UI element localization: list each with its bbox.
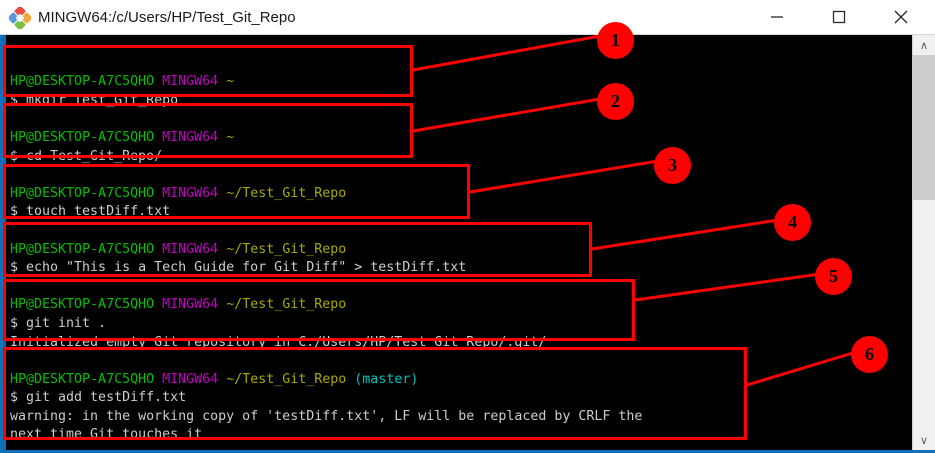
space [154, 130, 162, 145]
space [154, 186, 162, 201]
space [154, 242, 162, 257]
window-frame: HP@DESKTOP-A7C5QHO MINGW64 ~ $ mkdir Tes… [0, 35, 935, 453]
space [218, 242, 226, 257]
git-bash-icon [7, 5, 33, 31]
space [218, 130, 226, 145]
spacer-line [10, 222, 642, 241]
title-bar: MINGW64:/c/Users/HP/Test_Git_Repo [0, 0, 935, 35]
space [218, 74, 226, 89]
space [154, 372, 162, 387]
output-line: warning: in the working copy of 'testDif… [10, 408, 643, 424]
spacer-line [10, 278, 642, 297]
output-line: Initialized empty Git repository in C:/U… [10, 334, 547, 350]
output-line: next time Git touches it [10, 427, 203, 443]
prompt-shell: MINGW64 [162, 371, 219, 387]
command-line: $ mkdir Test_Git_Repo [10, 92, 179, 108]
prompt-user-host: HP@DESKTOP-A7C5QHO [10, 185, 155, 201]
close-icon [894, 10, 908, 24]
terminal-output: HP@DESKTOP-A7C5QHO MINGW64 ~ $ mkdir Tes… [10, 36, 642, 450]
scrollbar-thumb[interactable] [913, 55, 935, 200]
spacer-line [10, 166, 642, 185]
prompt-user-host: HP@DESKTOP-A7C5QHO [10, 297, 155, 313]
spacer-line [10, 352, 642, 371]
spacer-line [10, 55, 642, 74]
prompt-path: ~/Test_Git_Repo [226, 297, 347, 313]
prompt-shell: MINGW64 [162, 74, 219, 90]
vertical-scrollbar[interactable]: ∧ ∨ [912, 35, 935, 450]
prompt-user-host: HP@DESKTOP-A7C5QHO [10, 371, 155, 387]
command-line: $ echo "This is a Tech Guide for Git Dif… [10, 260, 467, 276]
prompt-shell: MINGW64 [162, 129, 219, 145]
prompt-path: ~/Test_Git_Repo [226, 371, 347, 387]
space [218, 186, 226, 201]
prompt-path: ~ [226, 129, 235, 145]
minimize-button[interactable] [754, 0, 800, 34]
command-line: $ touch testDiff.txt [10, 204, 171, 220]
prompt-user-host: HP@DESKTOP-A7C5QHO [10, 241, 155, 257]
prompt-path: ~ [226, 74, 235, 90]
command-line: $ git add testDiff.txt [10, 390, 187, 406]
minimize-icon [771, 16, 783, 18]
scroll-up-arrow-icon[interactable]: ∧ [913, 35, 935, 55]
scroll-down-arrow-icon[interactable]: ∨ [913, 430, 935, 450]
prompt-shell: MINGW64 [162, 297, 219, 313]
maximize-icon [832, 10, 846, 24]
prompt-path: ~/Test_Git_Repo [226, 185, 347, 201]
space [154, 74, 162, 89]
prompt-user-host: HP@DESKTOP-A7C5QHO [10, 129, 155, 145]
close-button[interactable] [878, 0, 924, 34]
space [154, 297, 162, 312]
command-line: $ cd Test_Git_Repo/ [10, 148, 163, 164]
prompt-shell: MINGW64 [162, 241, 219, 257]
command-line: $ git init . [10, 315, 107, 331]
terminal-canvas[interactable]: HP@DESKTOP-A7C5QHO MINGW64 ~ $ mkdir Tes… [6, 35, 912, 450]
prompt-user-host: HP@DESKTOP-A7C5QHO [10, 74, 155, 90]
space [218, 297, 226, 312]
prompt-branch: (master) [354, 371, 419, 387]
window-title: MINGW64:/c/Users/HP/Test_Git_Repo [38, 9, 296, 26]
space [218, 372, 226, 387]
prompt-path: ~/Test_Git_Repo [226, 241, 347, 257]
prompt-shell: MINGW64 [162, 185, 219, 201]
spacer-line [10, 110, 642, 129]
maximize-button[interactable] [816, 0, 862, 34]
